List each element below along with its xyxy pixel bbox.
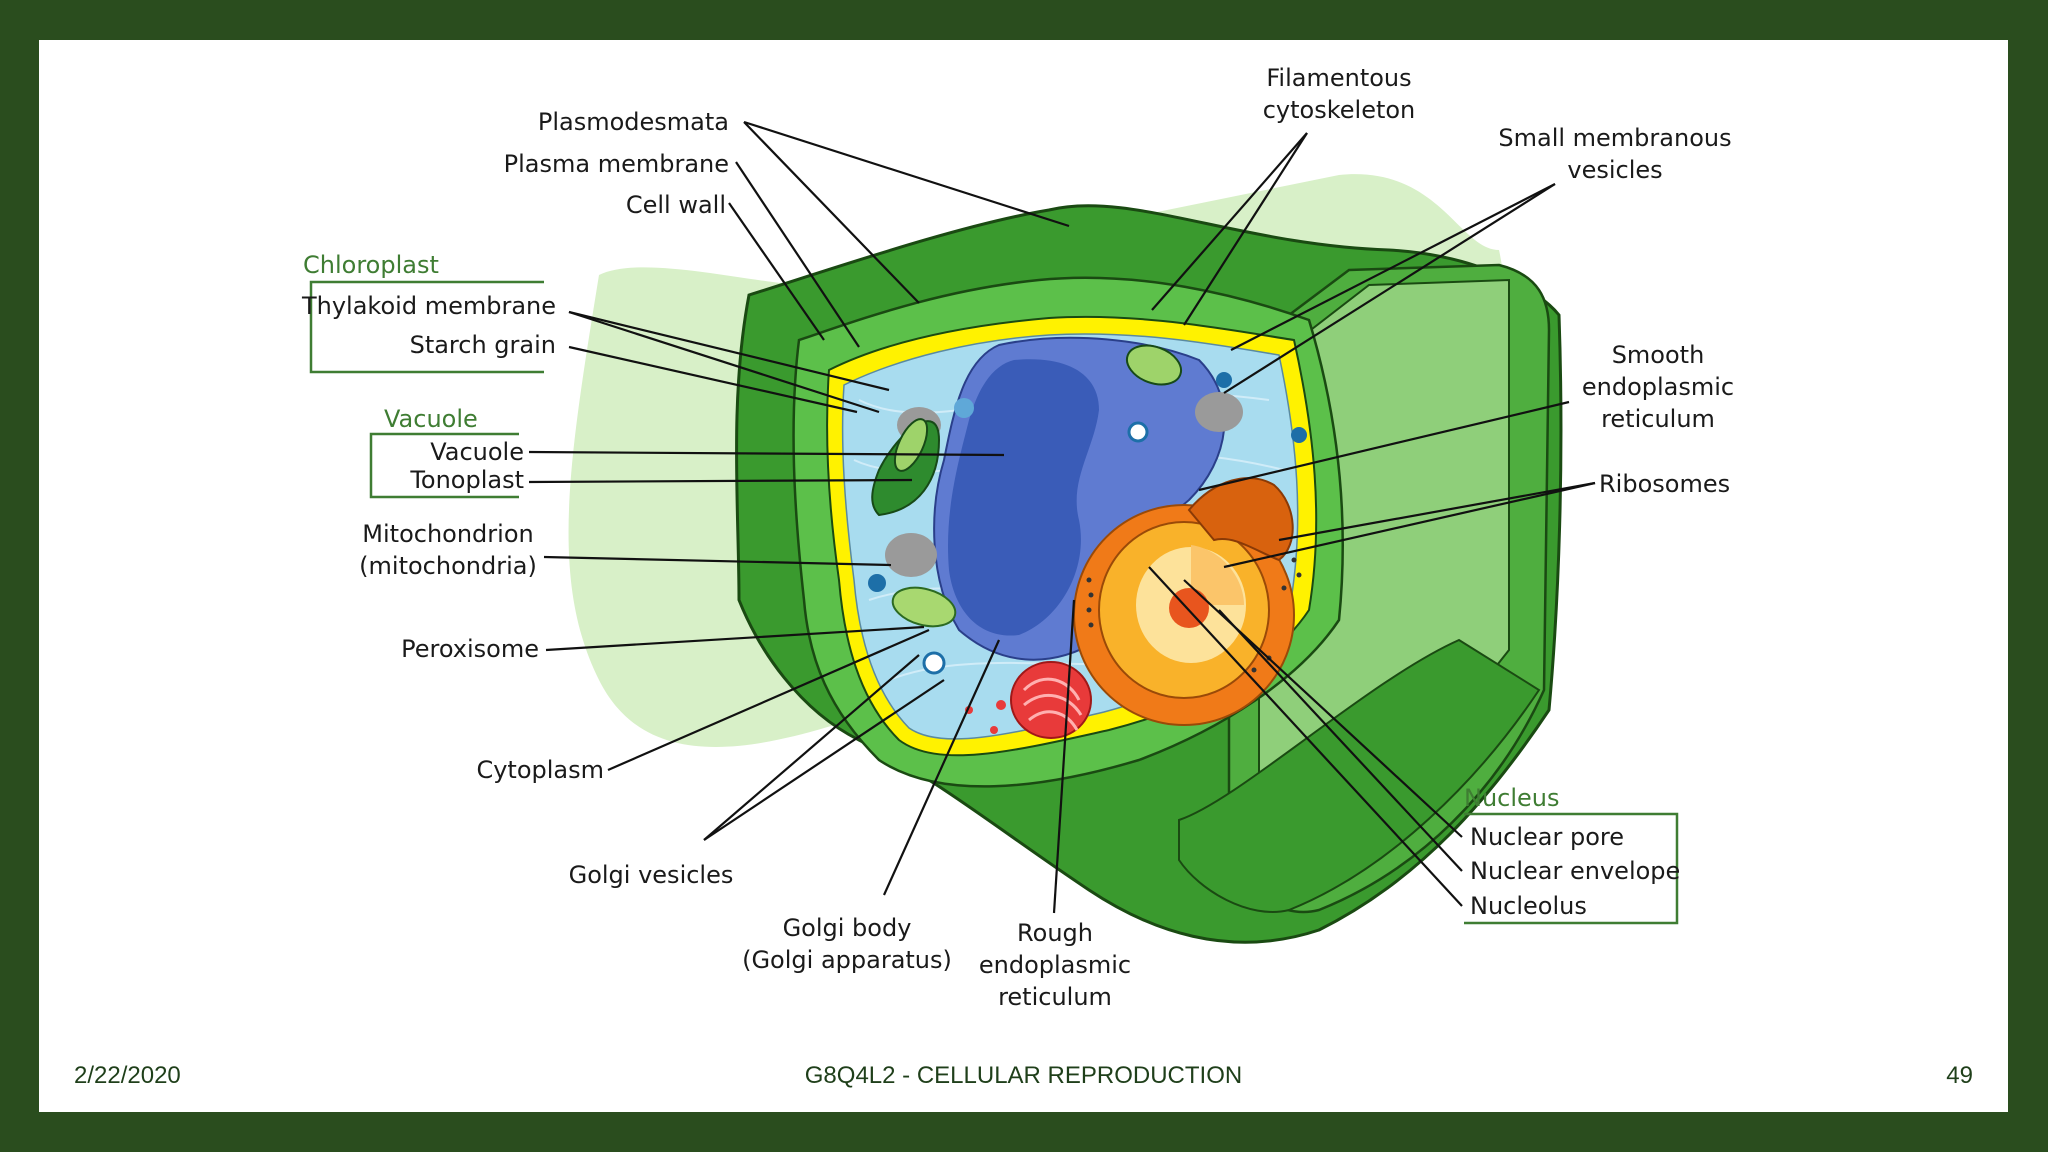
blue-dot <box>1216 372 1232 388</box>
chloroplast-2 <box>1125 344 1183 386</box>
plant-cell-diagram: Chloroplast Vacuole Nucleus Plasmodesmat… <box>301 64 1734 1011</box>
label-small-vesicles-2: vesicles <box>1567 156 1662 184</box>
footer-page-number: 49 <box>1946 1062 1973 1089</box>
label-golgi-vesicles: Golgi vesicles <box>569 861 734 889</box>
blue-dot <box>954 398 974 418</box>
vacuole-group-box <box>369 432 519 499</box>
chloroplast-group-box <box>309 280 544 374</box>
chloroplast-thylakoid <box>893 418 929 472</box>
vacuole-group-label: Vacuole <box>384 405 478 433</box>
label-nuclear-pore: Nuclear pore <box>1470 823 1624 851</box>
nucleus-cutaway <box>1191 545 1244 605</box>
blue-dot <box>868 574 886 592</box>
smooth-er <box>1187 477 1294 562</box>
label-plasma-membrane: Plasma membrane <box>504 150 729 178</box>
label-rough-er-3: reticulum <box>998 983 1112 1011</box>
label-thylakoid: Thylakoid membrane <box>301 292 556 320</box>
nucleus-group-box <box>1464 812 1679 925</box>
label-rough-er-2: endoplasmic <box>979 951 1131 979</box>
golgi-vesicle <box>996 700 1006 710</box>
label-nucleolus: Nucleolus <box>1470 892 1587 920</box>
blue-dot <box>1291 427 1307 443</box>
grey-vesicle <box>1195 392 1243 432</box>
label-mito-1: Mitochondrion <box>362 520 533 548</box>
golgi-vesicle <box>990 726 998 734</box>
footer-date: 2/22/2020 <box>74 1062 181 1089</box>
leader-lines <box>528 120 1596 914</box>
mitochondrion <box>891 586 957 628</box>
label-rough-er-1: Rough <box>1017 919 1093 947</box>
label-ribosomes: Ribosomes <box>1599 470 1730 498</box>
slide: Chloroplast Vacuole Nucleus Plasmodesmat… <box>39 40 2008 1112</box>
cell-wall-bottom-face <box>1178 638 1541 913</box>
label-mito-2: (mitochondria) <box>359 552 537 580</box>
golgi-cisternae <box>1022 677 1083 731</box>
chloroplast-group-label: Chloroplast <box>303 251 439 279</box>
label-nuclear-envelope: Nuclear envelope <box>1470 857 1680 885</box>
label-tonoplast: Tonoplast <box>409 466 524 494</box>
label-smooth-er-2: endoplasmic <box>1582 373 1734 401</box>
footer-title: G8Q4L2 - CELLULAR REPRODUCTION <box>804 1062 1243 1089</box>
label-filamentous-1: Filamentous <box>1266 64 1411 92</box>
label-smooth-er-3: reticulum <box>1601 405 1715 433</box>
label-cell-wall: Cell wall <box>626 191 726 219</box>
label-vacuole: Vacuole <box>430 438 524 466</box>
label-starch: Starch grain <box>410 331 556 359</box>
label-small-vesicles-1: Small membranous <box>1498 124 1731 152</box>
nucleus-group-label: Nucleus <box>1464 784 1560 812</box>
grey-vesicle <box>885 533 937 577</box>
label-golgi-body-1: Golgi body <box>783 914 912 942</box>
label-golgi-body-2: (Golgi apparatus) <box>742 946 952 974</box>
label-peroxisome: Peroxisome <box>401 635 539 663</box>
peroxisome-small <box>1127 421 1149 443</box>
label-plasmodesmata: Plasmodesmata <box>538 108 729 136</box>
ribosome-dots <box>1086 557 1302 673</box>
label-filamentous-2: cytoskeleton <box>1263 96 1416 124</box>
label-smooth-er-1: Smooth <box>1612 341 1705 369</box>
peroxisome <box>922 651 946 675</box>
label-cytoplasm: Cytoplasm <box>476 756 604 784</box>
vacuole-inner <box>948 359 1099 636</box>
